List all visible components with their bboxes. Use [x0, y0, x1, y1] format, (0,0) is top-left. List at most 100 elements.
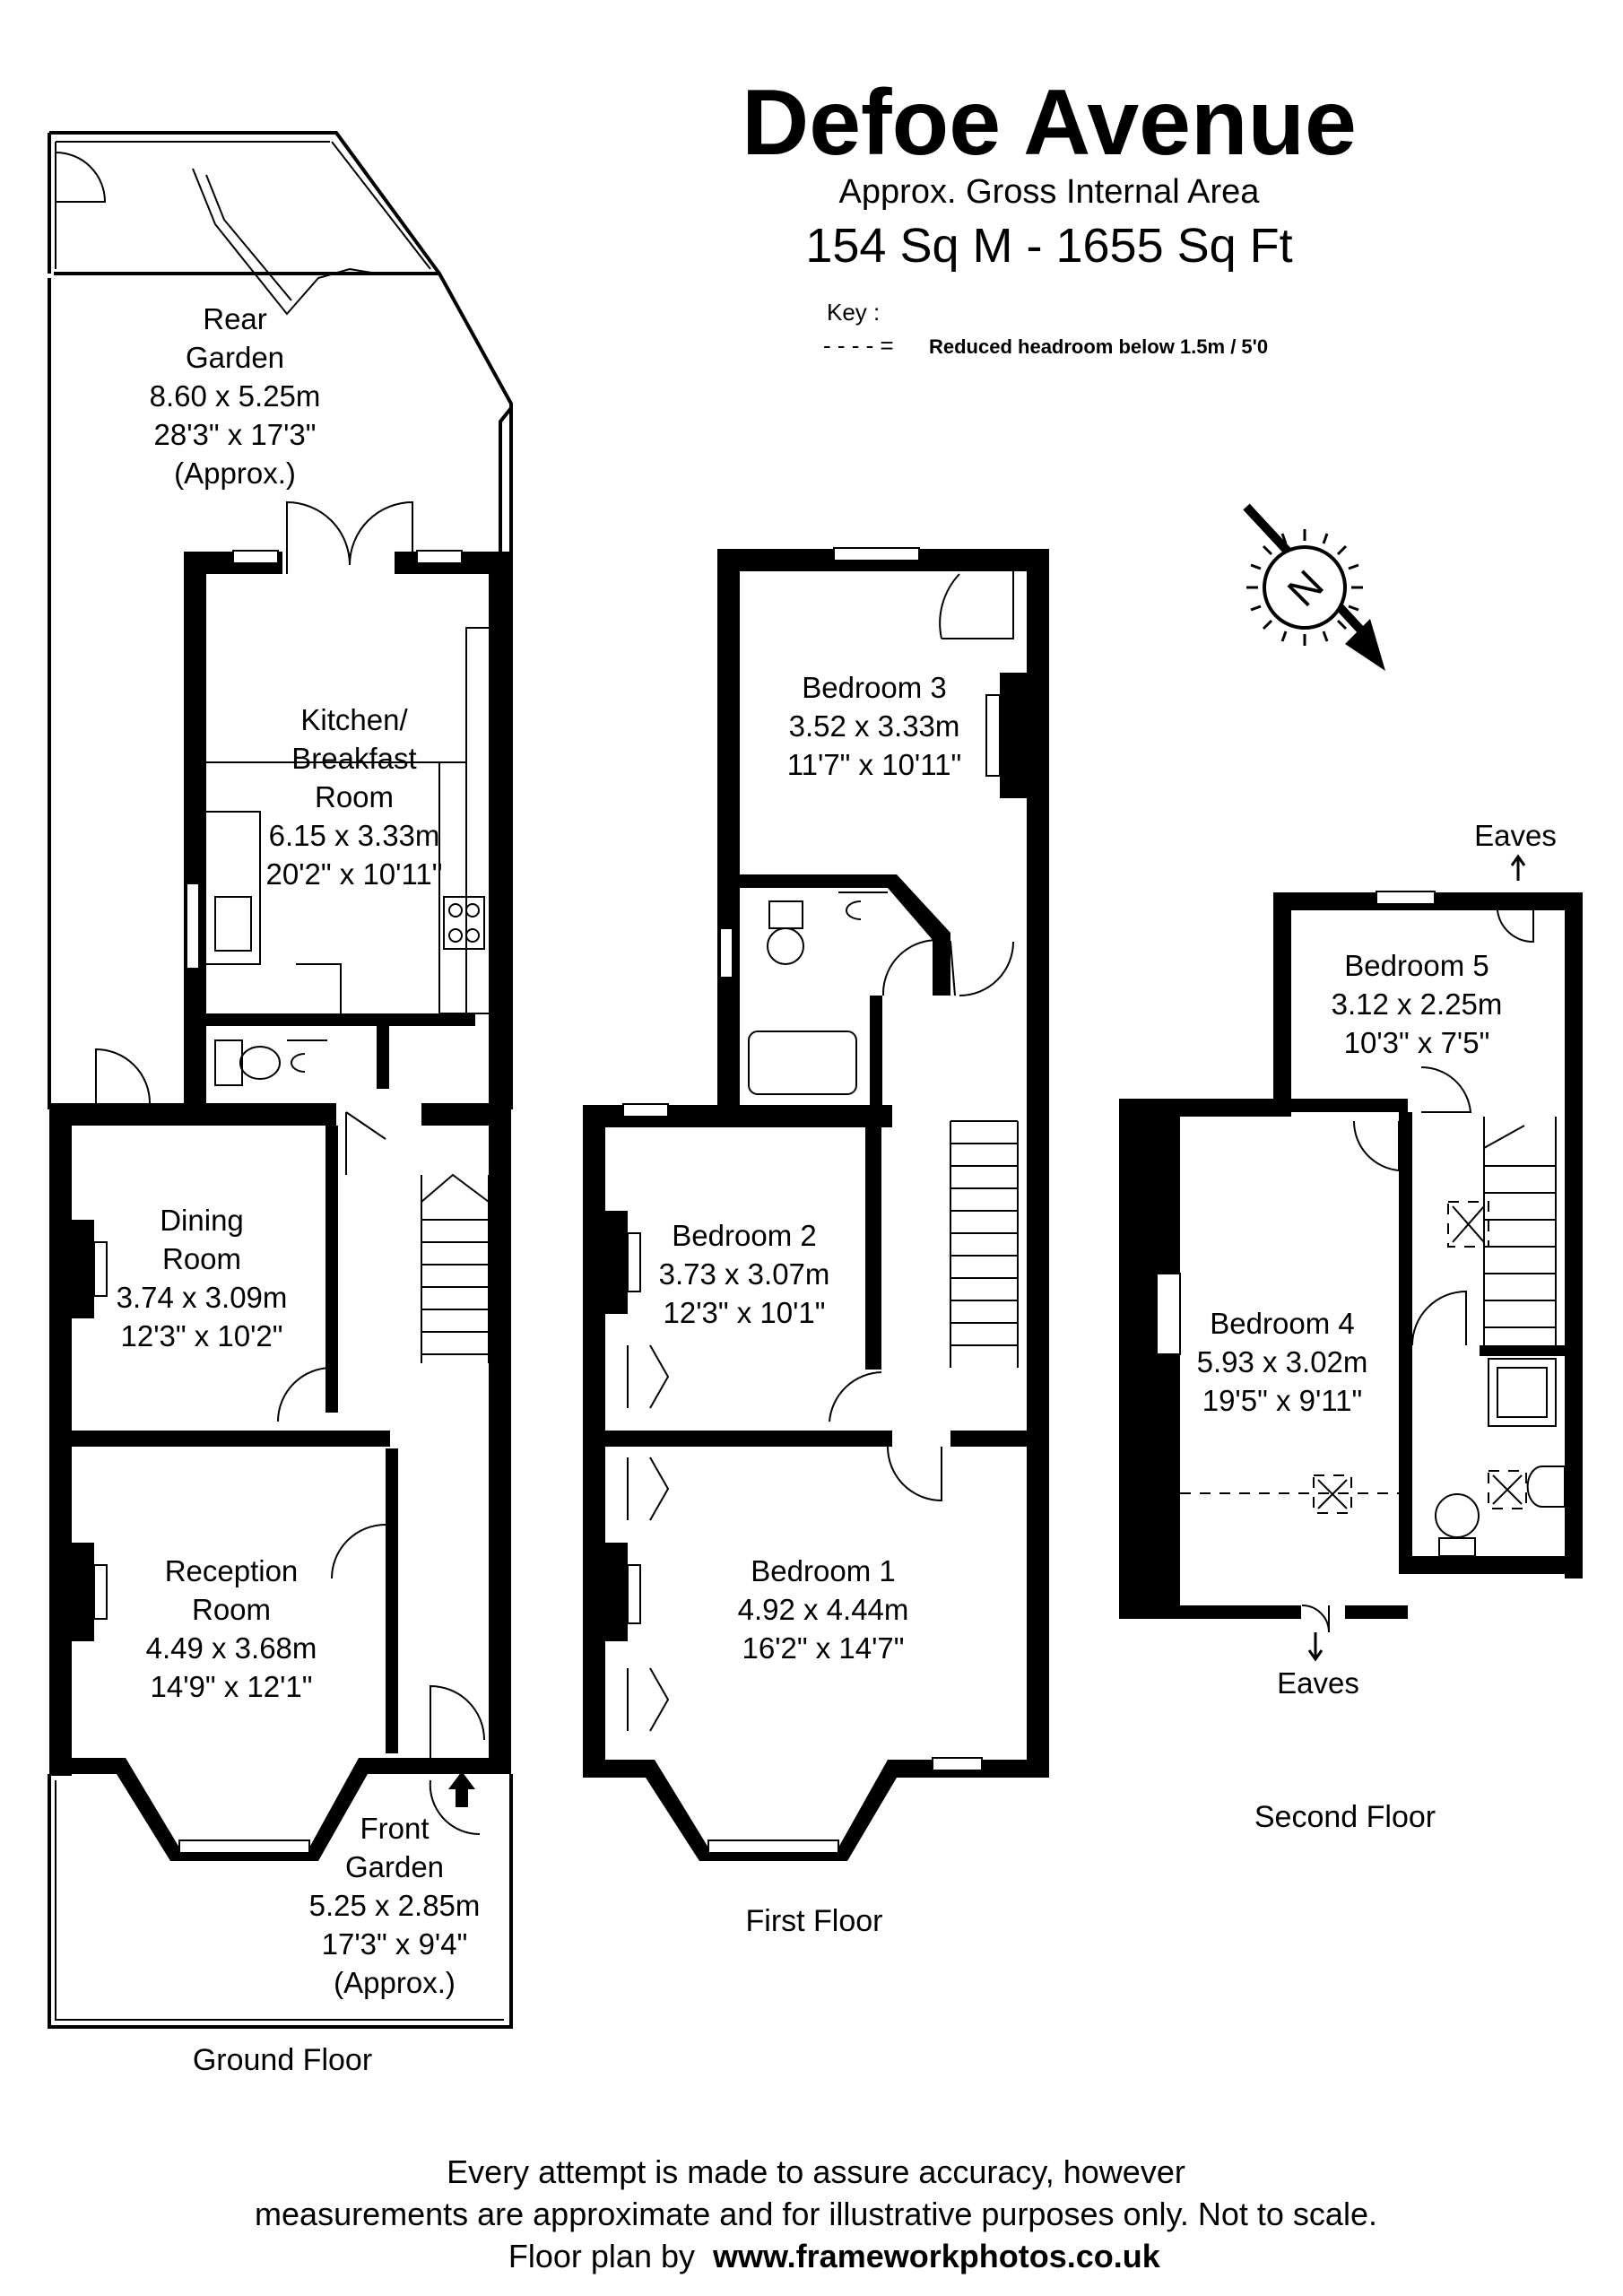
svg-text:4.92 x 4.44m: 4.92 x 4.44m	[738, 1593, 909, 1626]
first-east-wall	[1027, 549, 1049, 1778]
bed4-south-wall-right	[1345, 1605, 1408, 1619]
dining-south-wall	[72, 1431, 390, 1447]
bath-toilet-icon	[768, 900, 803, 929]
svg-text:3.52 x 3.33m: 3.52 x 3.33m	[789, 709, 960, 743]
kitchen-window-left	[232, 550, 279, 564]
bed4-east-wall	[1399, 1112, 1412, 1570]
bed1-bay-wall	[583, 1760, 1049, 1861]
second-stairs	[1483, 1117, 1557, 1351]
svg-text:Kitchen/: Kitchen/	[300, 703, 408, 736]
svg-text:Breakfast: Breakfast	[291, 742, 416, 775]
svg-text:11'7" x 10'11": 11'7" x 10'11"	[787, 748, 961, 781]
bedroom3-label: Bedroom 3 3.52 x 3.33m 11'7" x 10'11"	[787, 671, 961, 781]
dining-chimney	[72, 1220, 94, 1318]
svg-text:12'3" x 10'2": 12'3" x 10'2"	[121, 1319, 283, 1352]
bed1-bay-window	[707, 1839, 839, 1854]
svg-text:12'3" x 10'1": 12'3" x 10'1"	[664, 1296, 826, 1329]
ground-stair-treads	[421, 1219, 489, 1355]
kitchen-side-window	[186, 883, 200, 970]
wc-basin-icon	[287, 1039, 327, 1073]
wc-east-wall	[377, 1026, 389, 1089]
svg-text:3.73 x 3.07m: 3.73 x 3.07m	[659, 1257, 830, 1291]
front-garden-label: Front Garden 5.25 x 2.85m 17'3" x 9'4" (…	[309, 1812, 481, 1999]
bathroom-north-wall	[740, 874, 950, 996]
bed5-window	[1376, 891, 1436, 905]
ground-west-wall	[49, 1103, 72, 1776]
kitchen-west-wall	[184, 552, 206, 1103]
entrance-arrow-icon	[448, 1771, 475, 1807]
dining-north-wall	[49, 1103, 336, 1126]
bed3-window	[833, 547, 920, 561]
first-stairs	[950, 1120, 1019, 1368]
bed2-chimney	[605, 1211, 628, 1314]
bed3-chimney	[1000, 673, 1027, 798]
shower-basin-icon	[1526, 1465, 1566, 1508]
eaves-door-bottom	[1301, 1605, 1330, 1633]
shower-room-south-wall	[1399, 1556, 1583, 1574]
ground-east-wall	[489, 552, 511, 1758]
bedroom2-label: Bedroom 2 3.73 x 3.07m 12'3" x 10'1"	[659, 1219, 830, 1329]
bathroom-east-wall	[870, 996, 882, 1112]
dining-room-label: Dining Room 3.74 x 3.09m 12'3" x 10'2"	[117, 1204, 288, 1352]
ground-floor-plan	[48, 131, 513, 2029]
svg-text:Garden: Garden	[345, 1850, 444, 1883]
bed5-door	[1420, 1065, 1472, 1113]
eaves-door-top	[1497, 909, 1534, 944]
reception-chimney	[72, 1543, 94, 1641]
svg-text:17'3" x 9'4": 17'3" x 9'4"	[322, 1927, 468, 1961]
eaves-top-label: Eaves	[1474, 819, 1557, 852]
ground-floor-label: Ground Floor	[193, 2043, 372, 2077]
reception-room-label: Reception Room 4.49 x 3.68m 14'9" x 12'1…	[146, 1554, 317, 1703]
first-floor-plan	[583, 547, 1049, 1861]
page-title: Defoe Avenue	[742, 71, 1357, 175]
first-rear-west-wall	[717, 549, 740, 1105]
kitchen-label: Kitchen/ Breakfast Room 6.15 x 3.33m 20'…	[266, 703, 443, 891]
reception-east-wall	[386, 1448, 398, 1753]
bed1-door	[887, 1446, 942, 1502]
bedroom5-label: Bedroom 5 3.12 x 2.25m 10'3" x 7'5"	[1332, 949, 1503, 1059]
svg-text:5.93 x 3.02m: 5.93 x 3.02m	[1197, 1345, 1368, 1378]
ground-stairs	[421, 1173, 490, 1363]
front-door-swing	[430, 1684, 485, 1758]
reception-bay-wall	[49, 1758, 511, 1861]
disclaimer-line-2: measurements are approximate and for ill…	[255, 2196, 1377, 2232]
kitchen-window-right	[416, 550, 463, 564]
bed2-wardrobe	[627, 1344, 670, 1409]
svg-text:(Approx.): (Approx.)	[174, 457, 296, 490]
eaves-top-arrow-icon	[1510, 854, 1526, 881]
svg-text:Room: Room	[315, 780, 394, 813]
svg-text:6.15 x 3.33m: 6.15 x 3.33m	[269, 819, 440, 852]
svg-text:14'9" x 12'1": 14'9" x 12'1"	[151, 1670, 313, 1703]
rear-fence-zigzag	[192, 168, 378, 316]
bed5-south-wall	[1291, 1099, 1408, 1112]
landing-south-wall	[950, 1431, 1027, 1447]
hall-north-wall	[421, 1103, 511, 1126]
eaves-bottom-label: Eaves	[1277, 1666, 1359, 1700]
front-gate-swing	[429, 1779, 481, 1836]
svg-text:Reception: Reception	[165, 1554, 299, 1587]
compass-icon: N	[1243, 503, 1385, 671]
page-subtitle: Approx. Gross Internal Area	[839, 173, 1261, 211]
svg-text:Room: Room	[162, 1242, 241, 1275]
reception-door	[331, 1524, 386, 1579]
key-text: Reduced headroom below 1.5m / 5'0	[929, 335, 1268, 358]
bay-window-front	[178, 1839, 310, 1854]
shower-room-door	[1411, 1290, 1467, 1346]
bed2-window	[622, 1103, 669, 1118]
svg-text:4.49 x 3.68m: 4.49 x 3.68m	[146, 1631, 317, 1665]
second-floor-label: Second Floor	[1254, 1800, 1436, 1834]
second-east-wall	[1565, 892, 1583, 1578]
svg-text:3.74 x 3.09m: 3.74 x 3.09m	[117, 1281, 288, 1314]
shower-toilet-icon	[1435, 1493, 1480, 1538]
bathtub-icon	[748, 1031, 857, 1095]
bath-basin-icon	[838, 891, 888, 920]
bed4-door	[1352, 1120, 1400, 1172]
svg-text:5.25 x 2.85m: 5.25 x 2.85m	[309, 1889, 481, 1922]
front-garden-boundary	[48, 1774, 513, 2029]
credit-link[interactable]: www.frameworkphotos.co.uk	[712, 2238, 1161, 2274]
bathroom-window	[719, 927, 733, 978]
rear-garden-inner-line	[55, 141, 431, 270]
disclaimer-line-1: Every attempt is made to assure accuracy…	[447, 2153, 1185, 2190]
landing-door	[959, 941, 1014, 996]
